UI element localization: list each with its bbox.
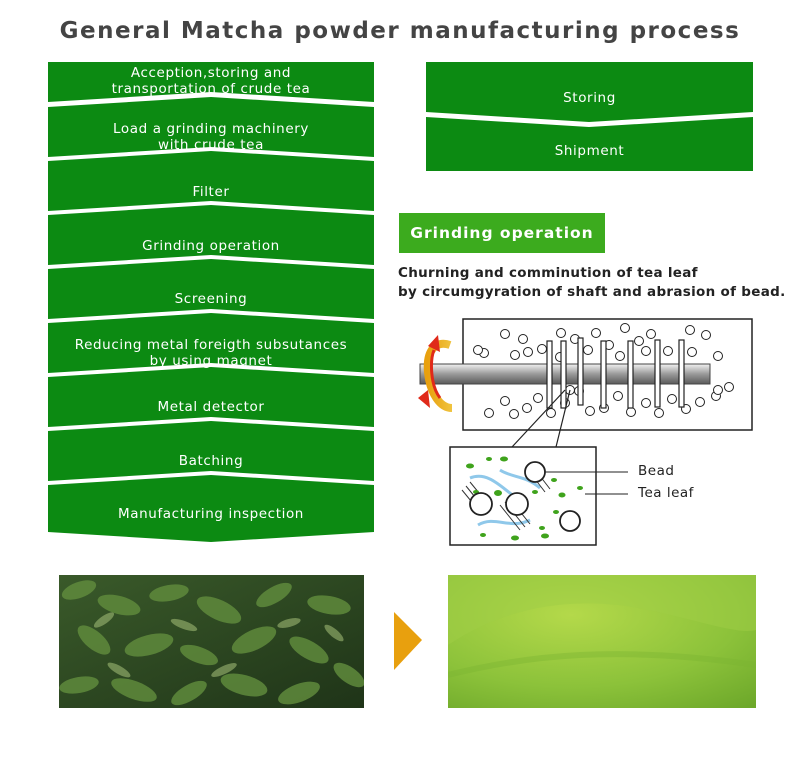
post-step-1: Storing (563, 90, 616, 106)
process-step-2: Load a grinding machinery with crude tea (113, 121, 309, 153)
dried-tea-leaves-photo (59, 575, 364, 708)
process-step-3-shape (48, 151, 374, 211)
magnified-content (461, 456, 583, 541)
process-step-3: Filter (192, 184, 230, 200)
process-step-4: Grinding operation (142, 238, 280, 254)
process-step-9: Manufacturing inspection (118, 506, 304, 522)
post-step-2: Shipment (554, 143, 625, 159)
process-step-7-shape (48, 367, 374, 427)
vessel-beads (473, 323, 734, 419)
post-step-2-shape (426, 117, 753, 171)
page-title: General Matcha powder manufacturing proc… (59, 18, 741, 44)
rotation-arrow-icon (418, 335, 453, 412)
process-step-1: Acception,storing and transportation of … (111, 65, 311, 97)
grinding-section-label: Grinding operation (399, 213, 605, 253)
process-step-9-shape (48, 475, 374, 542)
process-step-5-shape (48, 259, 374, 319)
process-step-6: Reducing metal foreigth subsutances by u… (74, 337, 348, 369)
post-step-1-shape (426, 62, 753, 122)
process-step-5: Screening (174, 291, 248, 307)
legend-bead-label: Bead (638, 463, 675, 479)
process-step-7: Metal detector (157, 399, 265, 415)
process-step-2-shape (48, 97, 374, 157)
shaft-blades (546, 337, 685, 409)
legend-tea-leaf-label: Tea leaf (638, 485, 694, 501)
process-step-8-shape (48, 421, 374, 481)
zoom-line-left (511, 389, 566, 448)
matcha-powder-photo (448, 575, 756, 708)
process-step-6-shape (48, 313, 374, 373)
process-step-4-shape (48, 205, 374, 265)
process-step-8: Batching (178, 453, 244, 469)
grinding-description: Churning and comminution of tea leaf by … (398, 265, 786, 300)
process-step-1-shape (48, 62, 374, 102)
zoom-line-right (555, 389, 571, 448)
